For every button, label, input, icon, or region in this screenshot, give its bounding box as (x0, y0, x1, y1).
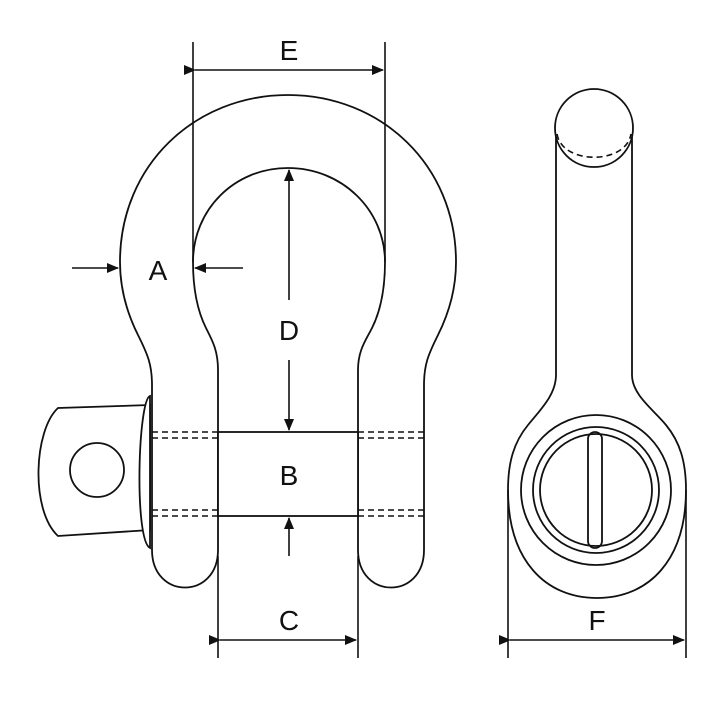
pin-eye-hole (69, 442, 125, 498)
label-a: A (149, 255, 168, 286)
front-view (37, 94, 457, 589)
label-b: B (280, 460, 299, 491)
label-c: C (279, 605, 299, 636)
side-view (507, 88, 687, 599)
label-e: E (280, 35, 299, 66)
pin-collar (138, 394, 151, 550)
dimension-d: D (279, 169, 299, 431)
dimension-b: B (280, 460, 299, 556)
label-d: D (279, 315, 299, 346)
pin-body (217, 431, 359, 517)
pin-head-mid (532, 426, 660, 554)
bow-section (554, 88, 634, 168)
dimension-f: F (499, 490, 687, 658)
dimension-e: E (184, 35, 386, 262)
shackle-bow (119, 94, 457, 589)
label-f: F (588, 605, 605, 636)
side-body (507, 129, 687, 599)
dimension-a: A (72, 255, 243, 286)
pin-head-inner (539, 433, 653, 547)
pin-head-outer (520, 414, 672, 566)
pin-slot (587, 431, 603, 549)
dimension-c: C (209, 556, 359, 658)
